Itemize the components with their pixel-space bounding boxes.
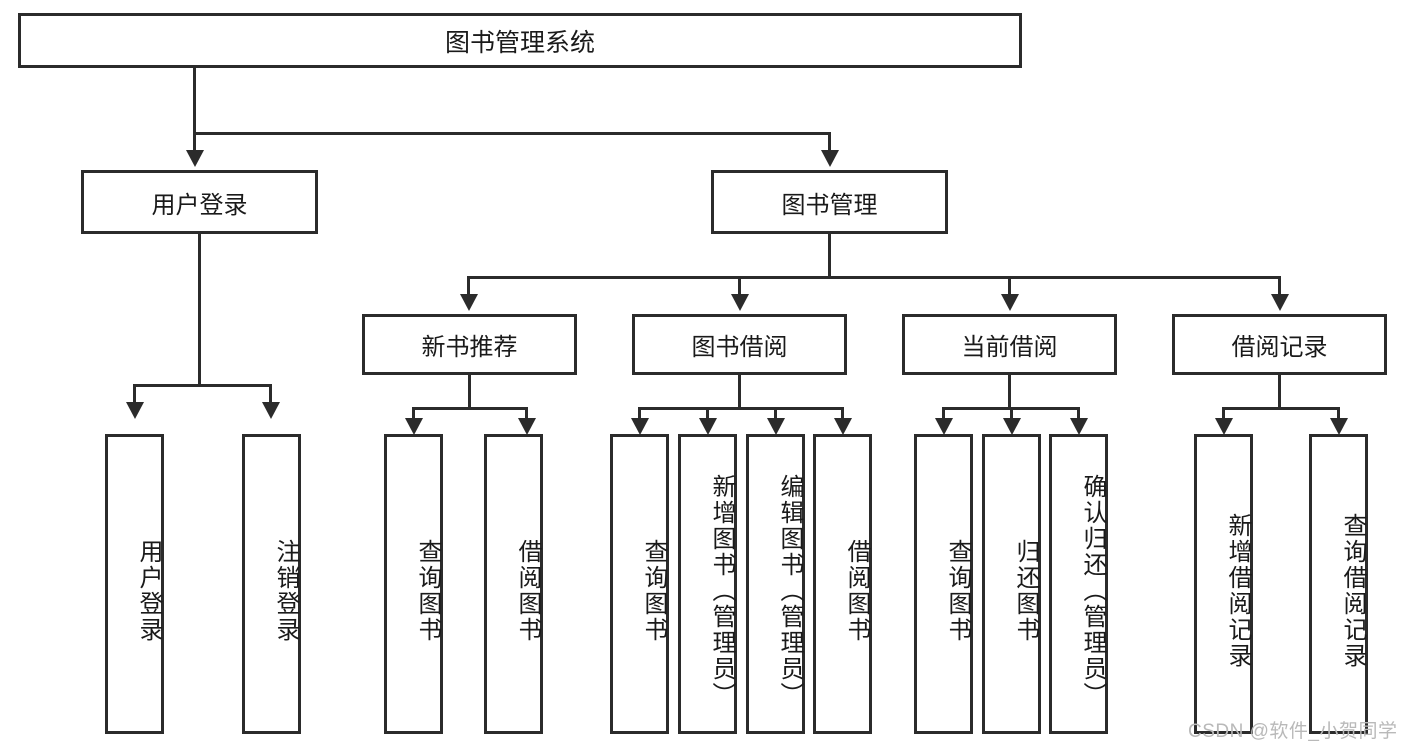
leaf-new-book-borrow[interactable]: 借阅图书: [484, 434, 543, 734]
arrowhead-to-book-mgmt: [821, 150, 839, 167]
connector-root-stem: [193, 68, 196, 134]
connector-new-book-stem: [468, 375, 471, 409]
node-current-borrow[interactable]: 当前借阅: [902, 314, 1117, 375]
arrowhead-current-borrow-leaf-3: [1070, 418, 1088, 435]
leaf-label: 用户登录: [135, 539, 162, 643]
leaf-label: 借阅图书: [514, 539, 541, 643]
connector-user-login-bus: [133, 384, 272, 387]
leaf-label: 查询借阅记录: [1339, 513, 1366, 669]
leaf-label: 归还图书: [1012, 539, 1039, 643]
leaf-label: 借阅图书: [843, 539, 870, 643]
node-new-book-recommend[interactable]: 新书推荐: [362, 314, 577, 375]
connector-current-borrow-stem: [1008, 375, 1011, 409]
leaf-label: 查询图书: [414, 539, 441, 643]
leaf-borrow-record-query[interactable]: 查询借阅记录: [1309, 434, 1368, 734]
connector-book-borrow-to-leaf-2: [706, 407, 709, 421]
leaf-user-login-logout[interactable]: 注销登录: [242, 434, 301, 734]
connector-current-borrow-to-leaf-2: [1010, 407, 1013, 421]
node-book-borrow[interactable]: 图书借阅: [632, 314, 847, 375]
arrowhead-current-borrow-leaf-1: [935, 418, 953, 435]
arrowhead-to-borrow-record: [1271, 294, 1289, 311]
connector-borrow-record-stem: [1278, 375, 1281, 409]
connector-book-borrow-to-leaf-4: [841, 407, 844, 421]
connector-root-bus: [194, 132, 831, 135]
arrowhead-book-borrow-leaf-2: [699, 418, 717, 435]
arrowhead-current-borrow-leaf-2: [1003, 418, 1021, 435]
arrowhead-user-login-leaf-2: [262, 402, 280, 419]
connector-user-login-to-leaf-2: [269, 384, 272, 404]
connector-borrow-record-bus: [1222, 407, 1340, 410]
node-label: 图书管理系统: [444, 28, 595, 57]
connector-book-borrow-stem: [738, 375, 741, 409]
node-book-management[interactable]: 图书管理: [711, 170, 948, 234]
leaf-label: 确认归还（管理员）: [1079, 474, 1106, 708]
node-user-login[interactable]: 用户登录: [81, 170, 318, 234]
connector-user-login-to-leaf-1: [133, 384, 136, 404]
node-label: 图书管理: [781, 191, 878, 219]
node-borrow-record[interactable]: 借阅记录: [1172, 314, 1387, 375]
leaf-label: 查询图书: [640, 539, 667, 643]
connector-new-book-bus: [412, 407, 528, 410]
connector-to-current-borrow: [1008, 276, 1011, 296]
node-root-system[interactable]: 图书管理系统: [18, 13, 1022, 68]
arrowhead-borrow-record-leaf-1: [1215, 418, 1233, 435]
connector-current-borrow-to-leaf-3: [1077, 407, 1080, 421]
leaf-book-borrow-query[interactable]: 查询图书: [610, 434, 669, 734]
connector-new-book-to-leaf-1: [412, 407, 415, 421]
leaf-new-book-query[interactable]: 查询图书: [384, 434, 443, 734]
connector-borrow-record-to-leaf-2: [1337, 407, 1340, 421]
leaf-label: 新增图书（管理员）: [708, 474, 735, 708]
node-label: 新书推荐: [421, 334, 518, 361]
connector-current-borrow-to-leaf-1: [942, 407, 945, 421]
leaf-user-login-login[interactable]: 用户登录: [105, 434, 164, 734]
leaf-current-borrow-confirm-return[interactable]: 确认归还（管理员）: [1049, 434, 1108, 734]
arrowhead-new-book-leaf-1: [405, 418, 423, 435]
arrowhead-new-book-leaf-2: [518, 418, 536, 435]
arrowhead-user-login-leaf-1: [126, 402, 144, 419]
arrowhead-to-current-borrow: [1001, 294, 1019, 311]
leaf-book-borrow-edit[interactable]: 编辑图书（管理员）: [746, 434, 805, 734]
connector-to-new-book: [467, 276, 470, 296]
connector-to-book-borrow: [738, 276, 741, 296]
leaf-borrow-record-add[interactable]: 新增借阅记录: [1194, 434, 1253, 734]
connector-root-to-book-mgmt: [828, 132, 831, 152]
node-label: 用户登录: [151, 191, 248, 219]
leaf-label: 注销登录: [272, 539, 299, 643]
leaf-book-borrow-add[interactable]: 新增图书（管理员）: [678, 434, 737, 734]
node-label: 借阅记录: [1231, 334, 1328, 361]
arrowhead-book-borrow-leaf-1: [631, 418, 649, 435]
arrowhead-to-new-book: [460, 294, 478, 311]
csdn-watermark: CSDN @软件_小贺同学: [1188, 721, 1398, 742]
leaf-label: 新增借阅记录: [1224, 513, 1251, 669]
node-label: 图书借阅: [691, 334, 788, 361]
connector-book-mgmt-stem: [828, 234, 831, 278]
leaf-book-borrow-borrow[interactable]: 借阅图书: [813, 434, 872, 734]
arrowhead-book-borrow-leaf-3: [767, 418, 785, 435]
arrowhead-to-book-borrow: [731, 294, 749, 311]
connector-root-to-user-login: [193, 132, 196, 152]
connector-book-borrow-bus: [638, 407, 844, 410]
leaf-current-borrow-return[interactable]: 归还图书: [982, 434, 1041, 734]
connector-new-book-to-leaf-2: [525, 407, 528, 421]
leaf-current-borrow-query[interactable]: 查询图书: [914, 434, 973, 734]
connector-to-borrow-record: [1278, 276, 1281, 296]
arrowhead-to-user-login: [186, 150, 204, 167]
node-label: 当前借阅: [961, 334, 1058, 361]
connector-user-login-stem: [198, 234, 201, 386]
connector-book-mgmt-bus: [467, 276, 1281, 279]
arrowhead-borrow-record-leaf-2: [1330, 418, 1348, 435]
connector-book-borrow-to-leaf-3: [774, 407, 777, 421]
arrowhead-book-borrow-leaf-4: [834, 418, 852, 435]
connector-borrow-record-to-leaf-1: [1222, 407, 1225, 421]
leaf-label: 查询图书: [944, 539, 971, 643]
connector-book-borrow-to-leaf-1: [638, 407, 641, 421]
leaf-label: 编辑图书（管理员）: [776, 474, 803, 708]
